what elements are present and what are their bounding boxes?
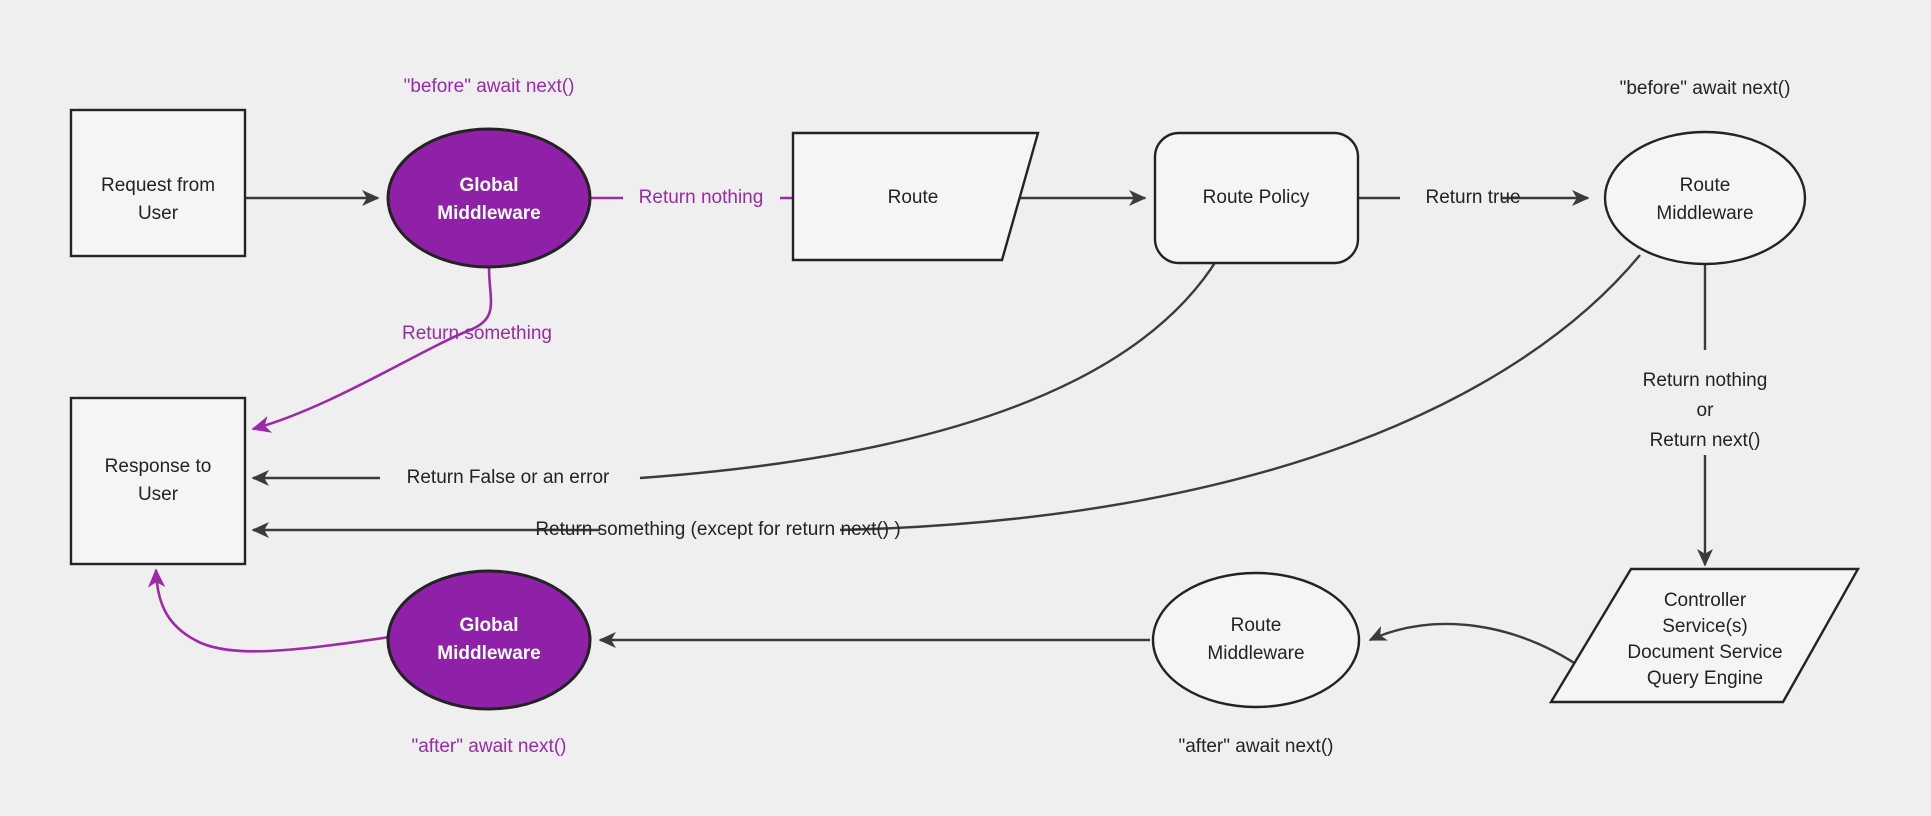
edge-label-route-mw-nothing-line2: or: [1697, 400, 1715, 421]
node-route-policy-label: Route Policy: [1203, 187, 1310, 208]
node-route-middleware-top[interactable]: Route Middleware: [1603, 130, 1807, 266]
edge-label-return-true: Return true: [1425, 187, 1520, 208]
node-response-label-line1: Response to: [105, 456, 212, 477]
annotation-after-await-next-global: "after" await next(): [412, 736, 567, 757]
edge-label-return-something: Return something: [402, 323, 552, 344]
node-controller-line2: Service(s): [1662, 616, 1748, 637]
node-route-middleware-bottom-line1: Route: [1231, 615, 1282, 636]
node-global-middleware-bottom-line2: Middleware: [437, 643, 540, 664]
node-global-middleware-top-line2: Middleware: [437, 203, 540, 224]
node-route-middleware-top-line1: Route: [1680, 175, 1731, 196]
node-response-to-user[interactable]: Response to User: [69, 396, 247, 566]
node-route[interactable]: Route: [791, 131, 1040, 262]
node-global-middleware-top-line1: Global: [459, 175, 518, 196]
edge-label-return-nothing: Return nothing: [639, 187, 764, 208]
edge-route-policy-to-response: [253, 257, 1220, 478]
node-request-from-user[interactable]: Request from User: [69, 108, 247, 258]
annotation-before-await-next-route-mw: "before" await next(): [1620, 78, 1791, 99]
node-controller-services[interactable]: Controller Service(s) Document Service Q…: [1548, 567, 1861, 704]
edge-route-middleware-to-response: [253, 254, 1641, 530]
node-controller-line3: Document Service: [1627, 642, 1782, 663]
edge-label-route-mw-nothing-line3: Return next(): [1650, 430, 1761, 451]
node-route-label: Route: [888, 187, 939, 208]
node-controller-line1: Controller: [1664, 590, 1747, 611]
annotation-before-await-next-global: "before" await next(): [404, 76, 575, 97]
node-route-middleware-top-line2: Middleware: [1656, 203, 1753, 224]
edge-global-middleware-bottom-to-response: [147, 568, 391, 653]
edge-label-return-false-or-error: Return False or an error: [407, 467, 610, 488]
node-global-middleware-bottom-line1: Global: [459, 615, 518, 636]
node-route-middleware-bottom-line2: Middleware: [1207, 643, 1304, 664]
node-global-middleware-top[interactable]: Global Middleware: [386, 127, 592, 269]
node-response-label-line2: User: [138, 484, 179, 505]
edge-label-return-something-except-next: Return something (except for return next…: [535, 519, 900, 540]
node-route-middleware-bottom[interactable]: Route Middleware: [1151, 571, 1361, 709]
annotation-after-await-next-route-mw: "after" await next(): [1179, 736, 1334, 757]
node-request-label-line1: Request from: [101, 175, 215, 196]
edge-controller-to-route-middleware-bottom: [1368, 622, 1599, 681]
edge-label-route-mw-nothing-line1: Return nothing: [1643, 370, 1768, 391]
node-controller-line4: Query Engine: [1647, 668, 1763, 689]
node-request-label-line2: User: [138, 203, 179, 224]
node-route-policy[interactable]: Route Policy: [1153, 131, 1360, 265]
edge-global-middleware-to-response: [251, 266, 493, 433]
node-global-middleware-bottom[interactable]: Global Middleware: [386, 569, 592, 711]
